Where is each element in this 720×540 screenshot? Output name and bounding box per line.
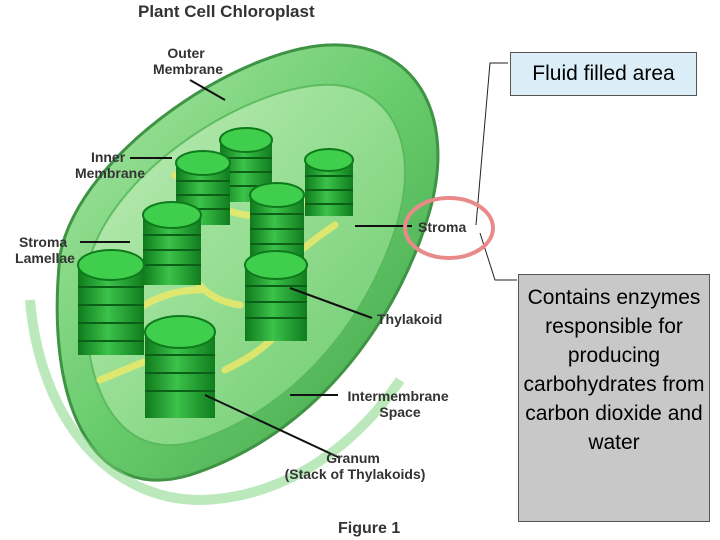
diagram-title: Plant Cell Chloroplast — [138, 2, 315, 21]
callout-function: Contains enzymes responsible for produci… — [518, 274, 710, 522]
intermembrane-rim — [25, 299, 405, 506]
grana — [77, 127, 354, 418]
stroma-highlight-circle — [403, 196, 495, 260]
label-granum: Granum (Stack of Thylakoids) — [285, 450, 426, 482]
callout-connector-top — [475, 62, 508, 226]
label-inner-membrane: Inner Membrane — [75, 149, 145, 181]
leader-outer-membrane — [189, 79, 226, 101]
leader-granum — [204, 394, 341, 459]
callout-connector-bottom — [479, 232, 517, 281]
granum-stack — [244, 250, 308, 341]
granum-stack — [249, 182, 305, 263]
leader-lines — [80, 62, 517, 459]
label-stroma: Stroma — [418, 219, 466, 235]
callout-definition: Fluid filled area — [510, 52, 697, 96]
label-stroma-lamellae: Stroma Lamellae — [15, 234, 75, 266]
granum-stack — [304, 148, 354, 216]
figure-label: Figure 1 — [338, 520, 400, 537]
granum-stack — [144, 315, 216, 418]
label-outer-membrane: Outer Membrane — [153, 45, 223, 77]
label-intermembrane-space: Intermembrane Space — [347, 388, 452, 420]
granum-stack — [77, 249, 145, 355]
label-thylakoid: Thylakoid — [377, 311, 442, 327]
granum-stack — [142, 201, 202, 285]
leader-thylakoid — [289, 287, 373, 319]
